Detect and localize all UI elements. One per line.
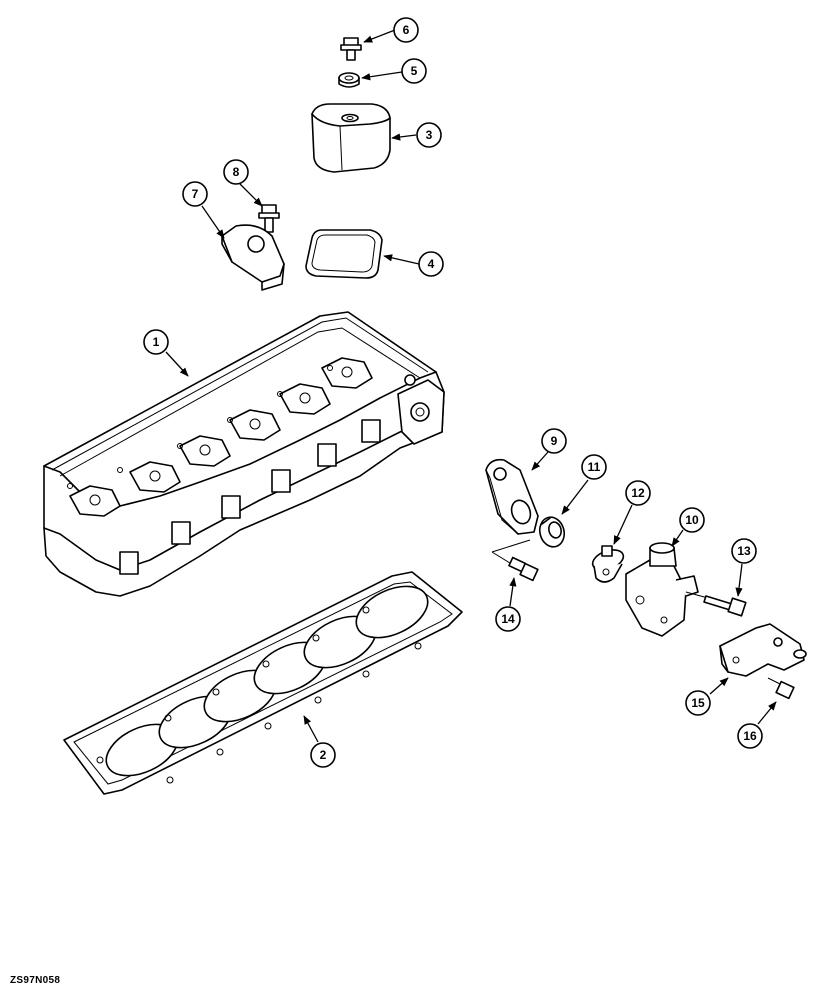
leader-8 xyxy=(239,183,263,207)
bolt-part-6 xyxy=(340,37,362,61)
callout-7: 7 xyxy=(182,181,208,207)
callout-4: 4 xyxy=(418,251,444,277)
leader-9 xyxy=(531,451,549,471)
svg-text:15: 15 xyxy=(691,696,705,710)
callout-9: 9 xyxy=(541,428,567,454)
leader-3 xyxy=(391,133,417,141)
head-gasket-part-2 xyxy=(63,571,463,795)
svg-text:9: 9 xyxy=(551,434,558,448)
cover-part-3 xyxy=(311,103,391,173)
svg-text:2: 2 xyxy=(320,748,327,762)
bolt-part-13 xyxy=(703,595,747,617)
callout-2: 2 xyxy=(310,742,336,768)
leader-6 xyxy=(363,29,396,43)
cylinder-head-part-1 xyxy=(43,311,445,597)
leader-10 xyxy=(671,529,684,547)
seal-part-11 xyxy=(538,516,566,548)
leader-5 xyxy=(361,71,403,81)
callout-15: 15 xyxy=(685,690,711,716)
svg-text:6: 6 xyxy=(403,23,410,37)
leader-2 xyxy=(303,715,319,743)
svg-text:1: 1 xyxy=(153,335,160,349)
svg-text:5: 5 xyxy=(411,64,418,78)
bolt-part-8 xyxy=(258,204,280,233)
thermostat-part-12 xyxy=(591,545,625,583)
callout-11: 11 xyxy=(581,454,607,480)
thermostat-housing-part-10 xyxy=(625,542,709,637)
svg-text:14: 14 xyxy=(501,612,515,626)
washer-part-5 xyxy=(338,72,360,88)
callout-1: 1 xyxy=(143,329,169,355)
svg-text:3: 3 xyxy=(426,128,433,142)
leader-15 xyxy=(709,677,729,695)
figure-code: ZS97N058 xyxy=(10,975,61,986)
callout-16: 16 xyxy=(737,723,763,749)
callout-12: 12 xyxy=(625,480,651,506)
callout-6: 6 xyxy=(393,17,419,43)
callout-13: 13 xyxy=(731,538,757,564)
callout-8: 8 xyxy=(223,159,249,185)
callout-10: 10 xyxy=(679,507,705,533)
callout-3: 3 xyxy=(416,122,442,148)
bracket-part-7 xyxy=(221,224,285,291)
svg-text:7: 7 xyxy=(192,187,199,201)
svg-text:12: 12 xyxy=(631,486,645,500)
leader-11 xyxy=(561,479,589,515)
bolt-part-16 xyxy=(767,677,795,700)
callout-5: 5 xyxy=(401,58,427,84)
svg-text:10: 10 xyxy=(685,513,699,527)
leader-13 xyxy=(735,563,743,597)
spacer-plate-part-9 xyxy=(485,458,539,535)
svg-text:16: 16 xyxy=(743,729,757,743)
svg-text:13: 13 xyxy=(737,544,751,558)
leader-lines xyxy=(165,29,777,743)
leader-1 xyxy=(165,351,189,377)
bracket-part-15 xyxy=(719,623,807,677)
svg-text:8: 8 xyxy=(233,165,240,179)
leader-12 xyxy=(613,504,633,545)
bolt-part-14 xyxy=(491,539,539,582)
callout-14: 14 xyxy=(495,606,521,632)
leader-4 xyxy=(383,254,420,265)
svg-text:4: 4 xyxy=(428,257,435,271)
svg-text:11: 11 xyxy=(588,460,601,474)
leader-14 xyxy=(509,577,517,607)
gasket-part-4 xyxy=(305,229,383,279)
leader-16 xyxy=(757,701,777,725)
leader-7 xyxy=(201,205,225,239)
callouts: 6 5 3 8 7 4 1 9 11 12 10 13 14 15 16 2 xyxy=(143,17,763,768)
